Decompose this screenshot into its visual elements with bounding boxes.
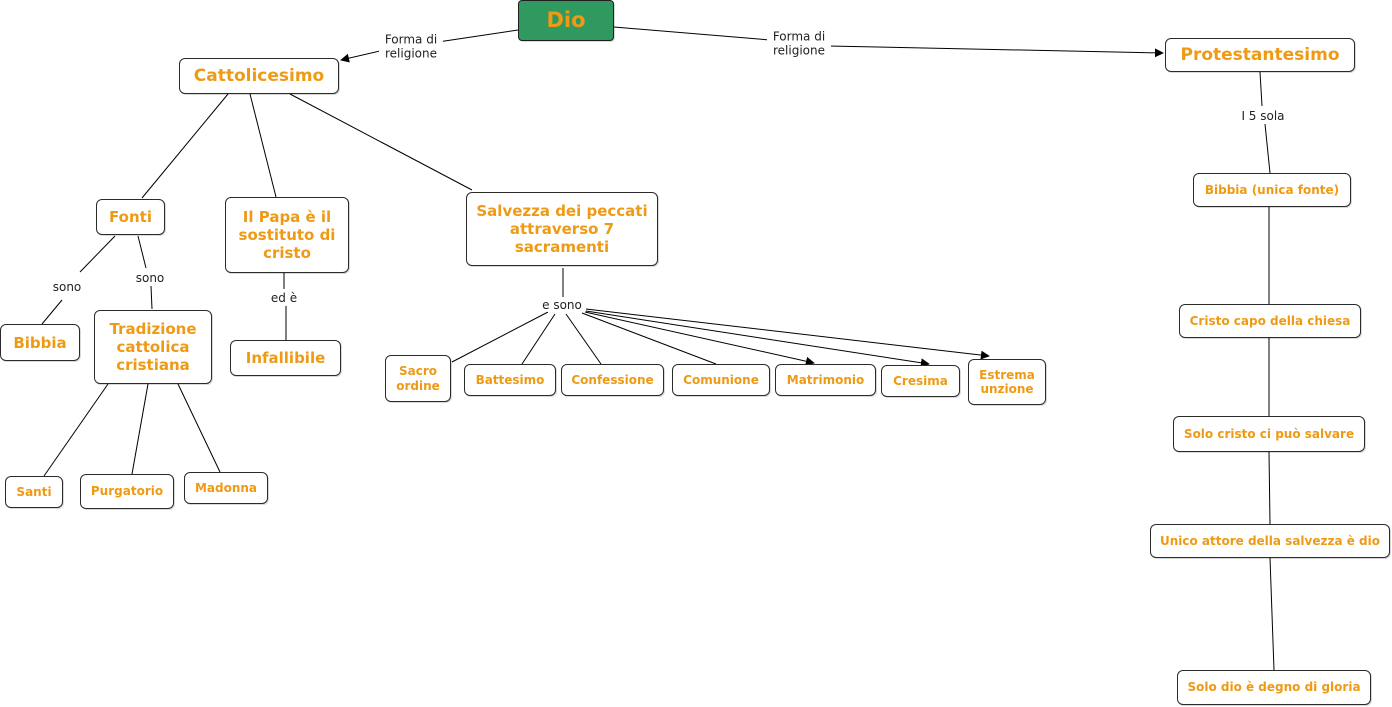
edge-dio-label-left	[437, 29, 519, 43]
concept-estrema-unzione[interactable]: Estrema unzione	[968, 359, 1046, 405]
edge-cattolicesimo-papa	[249, 93, 277, 198]
concept-infallibile[interactable]: Infallibile	[230, 340, 341, 376]
edge-prot-i5sola	[1259, 71, 1263, 107]
link-label-forma-di-religione-right: Forma di religione	[767, 29, 831, 59]
edge-sono-bibbia	[41, 299, 63, 325]
edge-fonti-sono-right	[137, 235, 147, 269]
link-label-ed-e: ed è	[268, 290, 300, 306]
link-label-forma-di-religione-left: Forma di religione	[379, 32, 443, 62]
edge-unico-solodio	[1269, 557, 1275, 671]
concept-bibbia-unica-fonte[interactable]: Bibbia (unica fonte)	[1193, 173, 1351, 207]
concept-cristo-capo[interactable]: Cristo capo della chiesa	[1179, 304, 1361, 338]
edge-label-protestantesimo	[827, 45, 1164, 58]
edge-esono-sacro	[451, 311, 549, 363]
edge-i5sola-bibbia	[1264, 123, 1271, 174]
concept-il-papa[interactable]: Il Papa è il sostituto di cristo	[225, 197, 349, 273]
edge-esono-cresima	[585, 310, 930, 368]
concept-santi[interactable]: Santi	[5, 476, 63, 508]
concept-dio[interactable]: Dio	[518, 0, 614, 41]
concept-solo-dio[interactable]: Solo dio è degno di gloria	[1177, 670, 1371, 705]
concept-matrimonio[interactable]: Matrimonio	[775, 364, 876, 396]
edge-cattolicesimo-fonti	[141, 93, 229, 199]
concept-purgatorio[interactable]: Purgatorio	[80, 474, 174, 509]
edge-esono-battesimo	[521, 313, 556, 365]
edge-esono-matrimonio	[584, 311, 815, 366]
edge-fonti-sono-left	[79, 235, 116, 273]
concept-cresima[interactable]: Cresima	[881, 365, 960, 397]
link-label-i-5-sola: I 5 sola	[1239, 108, 1287, 124]
edge-esono-confessione	[565, 313, 602, 365]
concept-battesimo[interactable]: Battesimo	[464, 364, 556, 396]
link-label-sono-bibbia: sono	[50, 279, 84, 295]
concept-comunione[interactable]: Comunione	[672, 364, 770, 396]
edge-tradizione-purgatorio	[131, 383, 149, 475]
edge-esono-estrema	[585, 308, 990, 360]
concept-solo-cristo[interactable]: Solo cristo ci può salvare	[1173, 416, 1365, 452]
link-label-e-sono: e sono	[540, 297, 584, 313]
concept-confessione[interactable]: Confessione	[561, 364, 664, 396]
concept-sacro-ordine[interactable]: Sacro ordine	[385, 355, 451, 402]
concept-tradizione[interactable]: Tradizione cattolica cristiana	[94, 310, 212, 384]
concept-fonti[interactable]: Fonti	[96, 199, 165, 235]
edge-esono-comunione	[581, 312, 717, 365]
concept-madonna[interactable]: Madonna	[184, 472, 268, 504]
concept-bibbia[interactable]: Bibbia	[0, 324, 80, 361]
edge-sono-tradizione	[150, 285, 153, 310]
concept-salvezza[interactable]: Salvezza dei peccati attraverso 7 sacram…	[466, 192, 658, 266]
edge-tradizione-madonna	[177, 383, 221, 473]
concept-cattolicesimo[interactable]: Cattolicesimo	[179, 58, 339, 94]
edge-dio-label-right	[613, 26, 771, 41]
edge-label-cattolicesimo	[340, 49, 385, 63]
concept-protestantesimo[interactable]: Protestantesimo	[1165, 38, 1355, 72]
link-label-sono-tradizione: sono	[133, 270, 167, 286]
edge-cattolicesimo-salvezza	[289, 93, 473, 191]
concept-unico-attore[interactable]: Unico attore della salvezza è dio	[1150, 524, 1390, 558]
edge-tradizione-santi	[43, 383, 109, 477]
edge-solocristo-unico	[1268, 451, 1271, 525]
